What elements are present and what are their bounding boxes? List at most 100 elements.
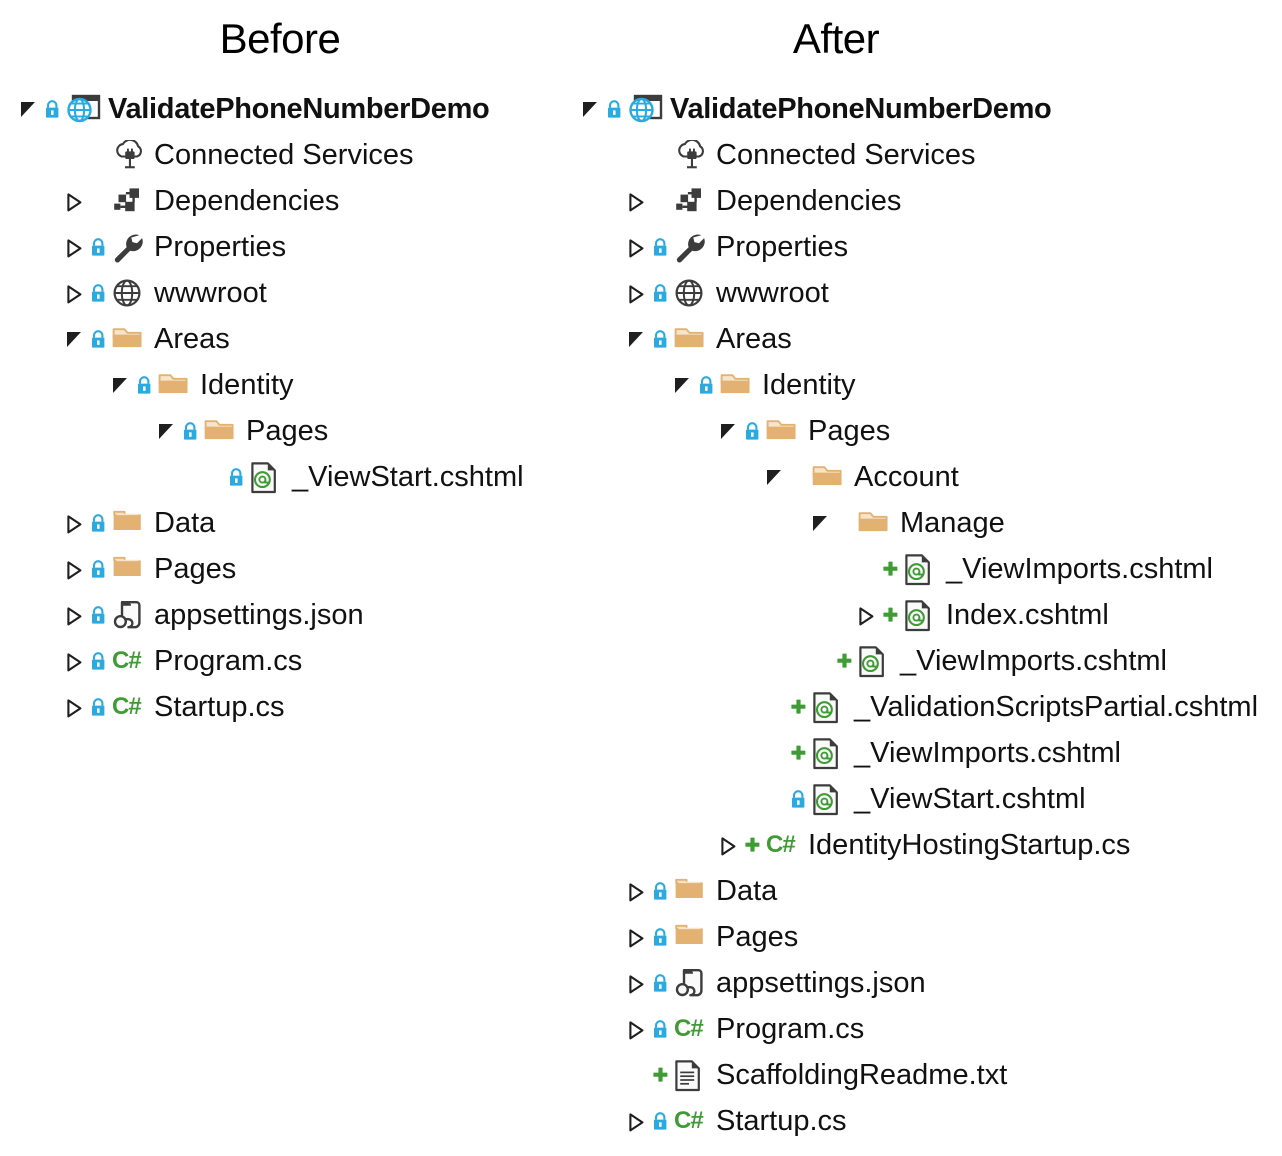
tree-item-label: _ViewStart.cshtml (292, 461, 524, 493)
tree-item[interactable]: _ValidationScriptsPartial.cshtml (560, 684, 1282, 730)
chevron-right-icon[interactable] (624, 1106, 650, 1136)
tree-item[interactable]: Identity (0, 362, 560, 408)
tree-item[interactable]: Pages (0, 546, 560, 592)
tree-item[interactable]: _ViewImports.cshtml (560, 546, 1282, 592)
tree-item[interactable]: Areas (560, 316, 1282, 362)
chevron-down-icon[interactable] (108, 370, 134, 400)
tree-item-label: Startup.cs (154, 691, 285, 723)
text-file-icon (672, 1058, 710, 1092)
wrench-icon (672, 230, 710, 264)
chevron-right-icon[interactable] (624, 186, 650, 216)
tree-item[interactable]: Pages (560, 914, 1282, 960)
tree-item[interactable]: Dependencies (0, 178, 560, 224)
tree-item[interactable]: Pages (0, 408, 560, 454)
tree-item[interactable]: appsettings.json (0, 592, 560, 638)
tree-item[interactable]: C#IdentityHostingStartup.cs (560, 822, 1282, 868)
folder-open-icon (202, 414, 240, 448)
chevron-right-icon[interactable] (62, 554, 88, 584)
tree-item-label: Dependencies (154, 185, 340, 217)
tree-item[interactable]: Pages (560, 408, 1282, 454)
lock-icon (88, 554, 110, 584)
folder-open-icon (718, 368, 756, 402)
tree-item[interactable]: C#Program.cs (0, 638, 560, 684)
chevron-right-icon[interactable] (624, 876, 650, 906)
tree-item-label: Connected Services (154, 139, 414, 171)
chevron-right-icon[interactable] (624, 278, 650, 308)
chevron-right-icon[interactable] (62, 600, 88, 630)
expander-placeholder (624, 140, 650, 170)
tree-item[interactable]: wwwroot (0, 270, 560, 316)
tree-item[interactable]: Areas (0, 316, 560, 362)
tree-item[interactable]: Properties (560, 224, 1282, 270)
chevron-right-icon[interactable] (716, 830, 742, 860)
chevron-right-icon[interactable] (624, 232, 650, 262)
expander-placeholder (762, 784, 788, 814)
tree-item[interactable]: Connected Services (0, 132, 560, 178)
chevron-right-icon[interactable] (62, 692, 88, 722)
tree-item[interactable]: _ViewImports.cshtml (560, 638, 1282, 684)
lock-icon (650, 1014, 672, 1044)
tree-item[interactable]: ScaffoldingReadme.txt (560, 1052, 1282, 1098)
expander-placeholder (808, 646, 834, 676)
chevron-down-icon[interactable] (154, 416, 180, 446)
tree-item-label: _ViewStart.cshtml (854, 783, 1086, 815)
tree-item[interactable]: appsettings.json (560, 960, 1282, 1006)
chevron-right-icon[interactable] (624, 1014, 650, 1044)
plus-added-icon (788, 738, 810, 768)
tree-item[interactable]: Data (0, 500, 560, 546)
chevron-down-icon[interactable] (62, 324, 88, 354)
chevron-down-icon[interactable] (578, 94, 604, 124)
chevron-right-icon[interactable] (62, 232, 88, 262)
chevron-down-icon[interactable] (624, 324, 650, 354)
expander-placeholder (854, 554, 880, 584)
chevron-down-icon[interactable] (808, 508, 834, 538)
tree-item-label: Pages (154, 553, 237, 585)
csharp-icon: C# (674, 1107, 704, 1134)
razor-page-icon (810, 736, 848, 770)
tree-item[interactable]: C#Program.cs (560, 1006, 1282, 1052)
chevron-right-icon[interactable] (62, 186, 88, 216)
chevron-right-icon[interactable] (624, 968, 650, 998)
tree-item-label: Startup.cs (716, 1105, 847, 1137)
chevron-right-icon[interactable] (62, 508, 88, 538)
tree-item[interactable]: Dependencies (560, 178, 1282, 224)
plus-added-icon (742, 830, 764, 860)
tree-item[interactable]: Account (560, 454, 1282, 500)
chevron-down-icon[interactable] (670, 370, 696, 400)
tree-item[interactable]: Data (560, 868, 1282, 914)
folder-open-icon (156, 368, 194, 402)
chevron-right-icon[interactable] (854, 600, 880, 630)
tree-item[interactable]: C#Startup.cs (0, 684, 560, 730)
chevron-right-icon[interactable] (624, 922, 650, 952)
tree-item[interactable]: Identity (560, 362, 1282, 408)
badge-placeholder (834, 508, 856, 538)
razor-page-icon (902, 598, 940, 632)
tree-item[interactable]: ValidatePhoneNumberDemo (0, 86, 560, 132)
lock-icon (788, 784, 810, 814)
tree-item-label: Dependencies (716, 185, 902, 217)
tree-item[interactable]: wwwroot (560, 270, 1282, 316)
tree-item[interactable]: Properties (0, 224, 560, 270)
plus-added-icon (880, 554, 902, 584)
tree-item-label: Pages (716, 921, 799, 953)
tree-item-label: Program.cs (716, 1013, 865, 1045)
tree-item[interactable]: _ViewStart.cshtml (0, 454, 560, 500)
plus-added-icon (788, 692, 810, 722)
tree-item[interactable]: ValidatePhoneNumberDemo (560, 86, 1282, 132)
chevron-down-icon[interactable] (716, 416, 742, 446)
tree-item[interactable]: _ViewStart.cshtml (560, 776, 1282, 822)
tree-item[interactable]: C# Startup.cs (560, 1098, 1282, 1144)
lock-icon (226, 462, 248, 492)
tree-item[interactable]: Connected Services (560, 132, 1282, 178)
chevron-right-icon[interactable] (62, 278, 88, 308)
tree-item[interactable]: Manage (560, 500, 1282, 546)
tree-item[interactable]: _ViewImports.cshtml (560, 730, 1282, 776)
chevron-down-icon[interactable] (762, 462, 788, 492)
tree-item[interactable]: Index.cshtml (560, 592, 1282, 638)
chevron-right-icon[interactable] (62, 646, 88, 676)
tree-item-label: Connected Services (716, 139, 976, 171)
lock-icon (650, 1106, 672, 1136)
chevron-down-icon[interactable] (16, 94, 42, 124)
